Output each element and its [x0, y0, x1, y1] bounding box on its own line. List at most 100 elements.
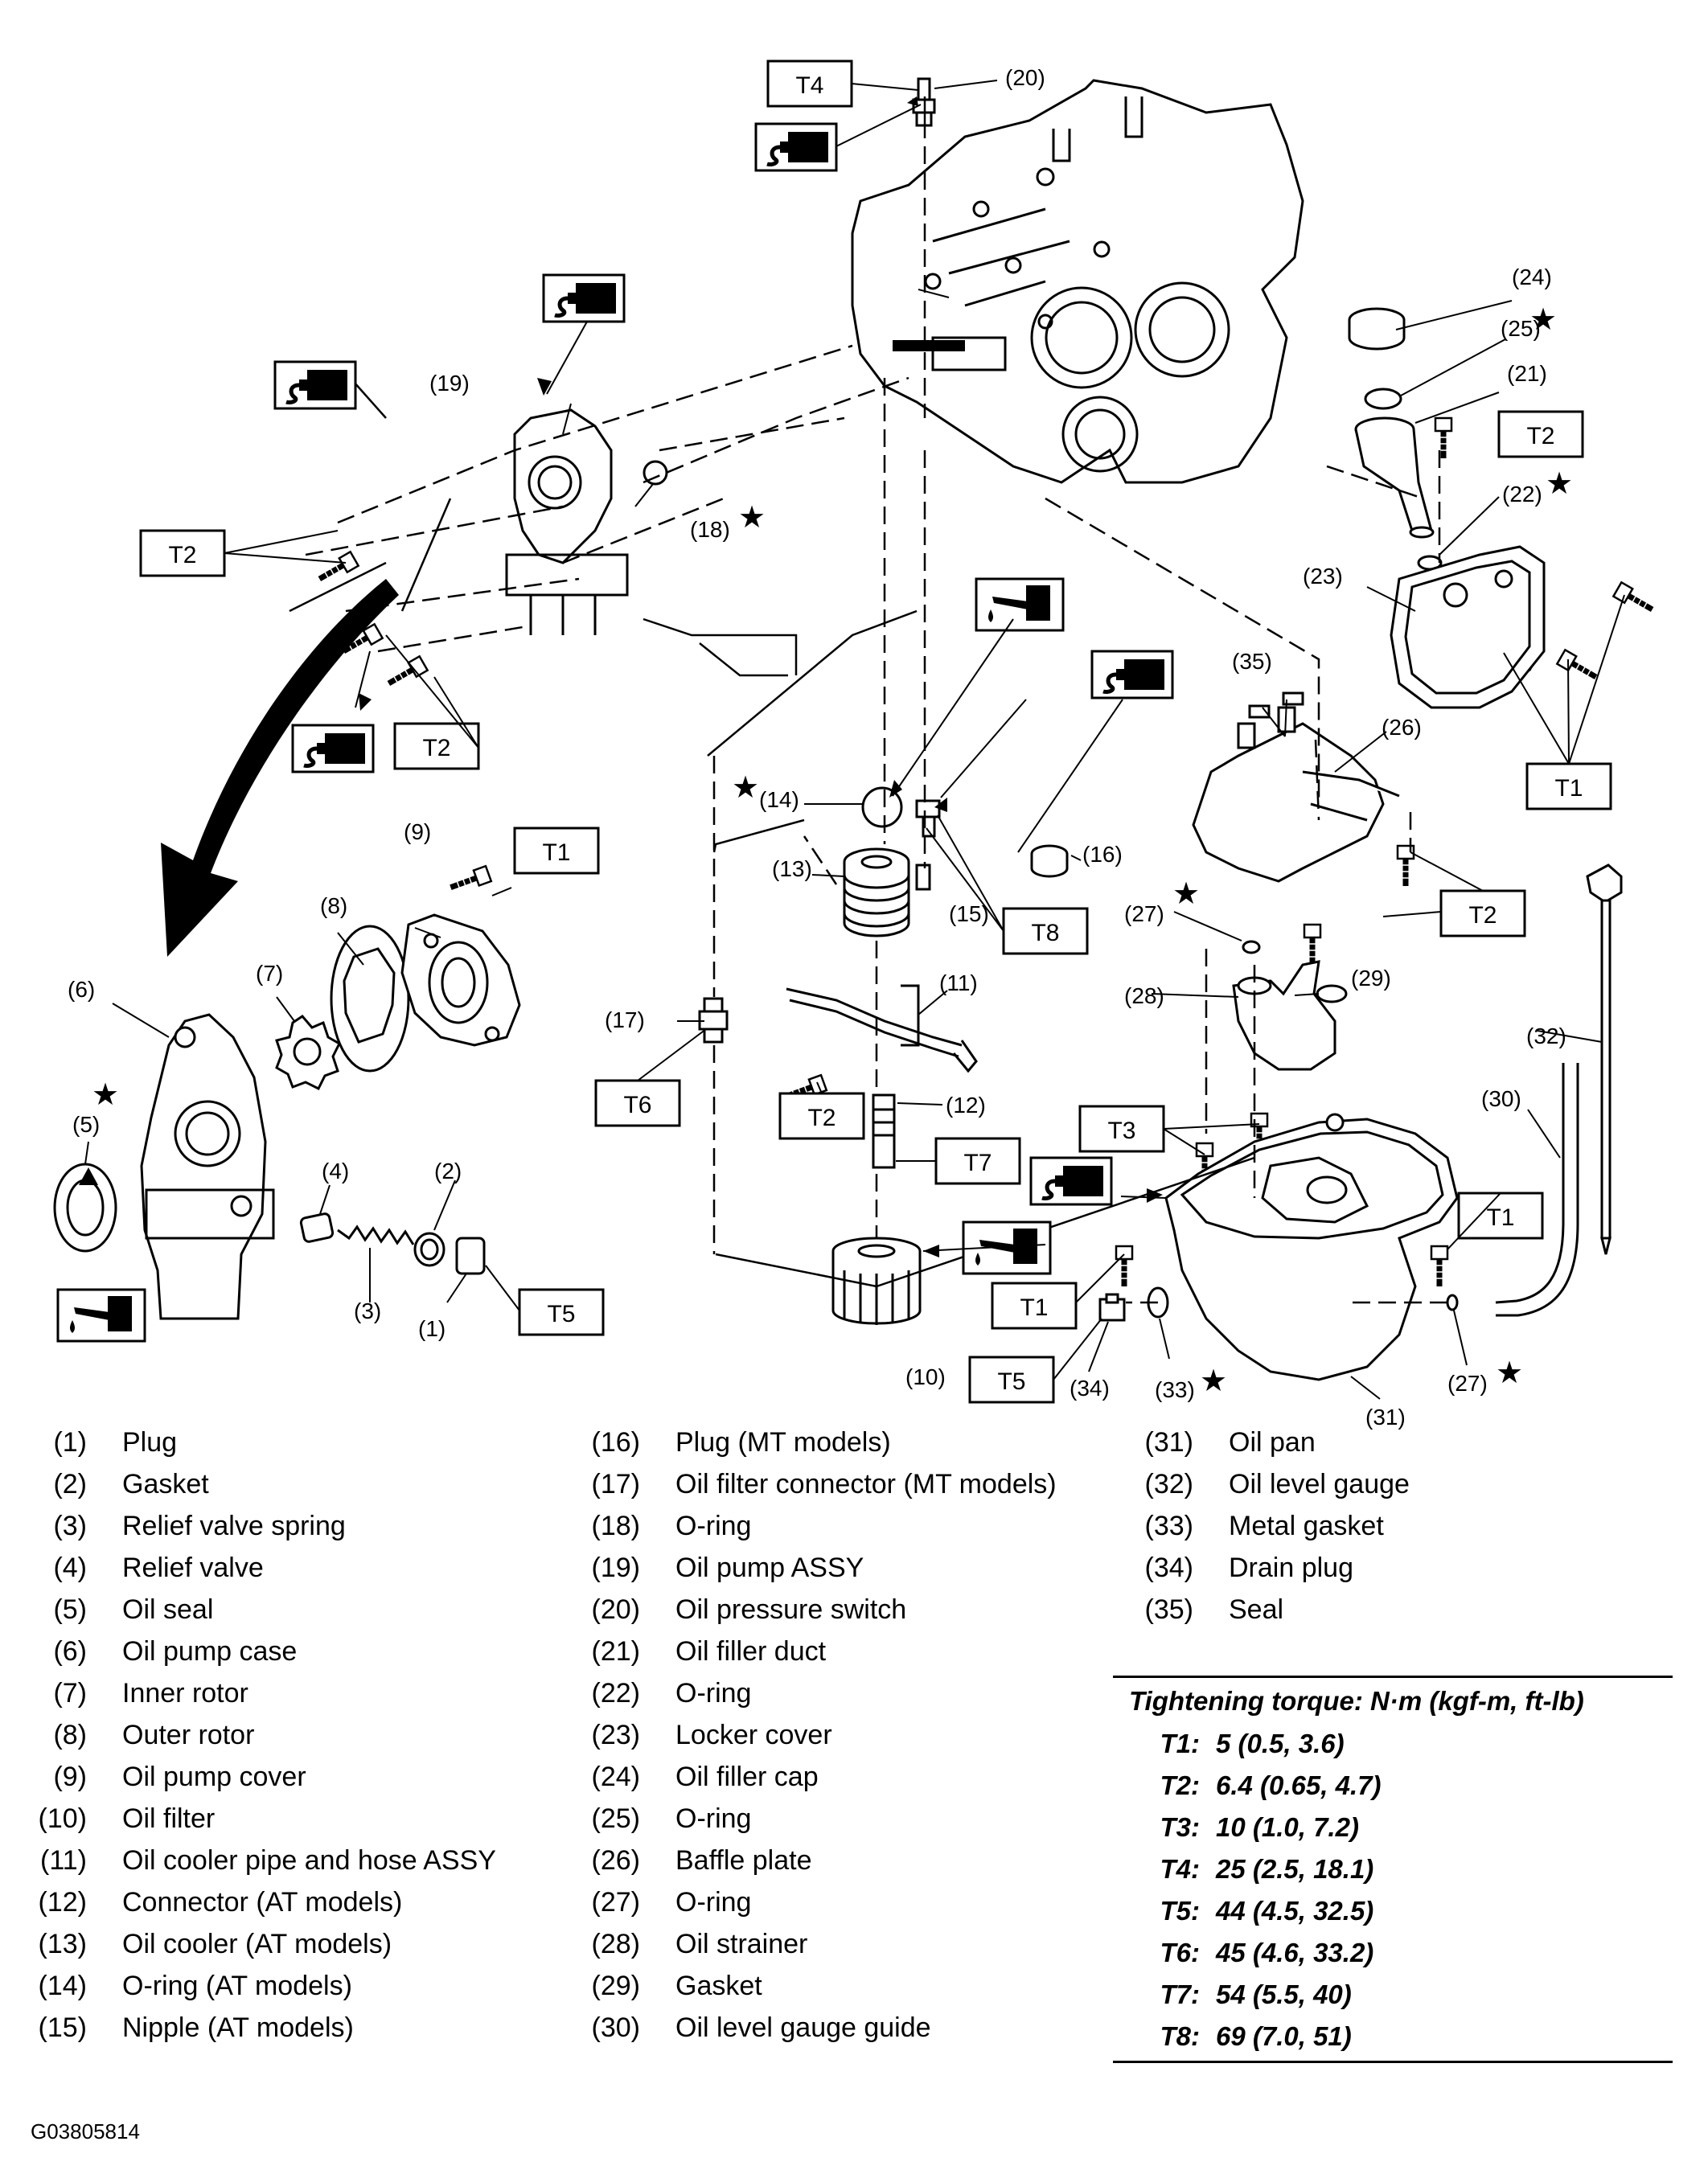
star-icon: ★	[732, 771, 759, 805]
callout-5: (5)	[72, 1112, 100, 1137]
sealant-tube-icon	[1092, 651, 1172, 698]
callout-17: (17)	[605, 1007, 645, 1032]
torque-row: T4:25 (2.5, 18.1)	[1160, 1854, 1374, 1884]
sealant-tube-icon	[544, 275, 624, 322]
legend-row: (11)Oil cooler pipe and hose ASSY	[40, 1845, 496, 1876]
oil-pump-assy-drawing	[505, 408, 629, 635]
oil-cooler-pipe-drawing	[786, 984, 978, 1073]
torque-box-t2: T2	[139, 529, 226, 577]
legend-row: (32)Oil level gauge	[1144, 1469, 1410, 1499]
callout-numbers: (1) (2) (3) (4) (5) (6) (7) (8) (9) (10)…	[68, 65, 1566, 1430]
torque-box-label: T6	[623, 1092, 651, 1118]
callout-15: (15)	[949, 901, 989, 926]
legend-row: (2)Gasket	[53, 1469, 209, 1499]
torque-box-label: T5	[547, 1301, 575, 1327]
torque-box-t1: T1	[1457, 1192, 1544, 1240]
callout-7: (7)	[256, 961, 283, 986]
oil-level-gauge-drawing	[1586, 864, 1623, 1255]
torque-box-label: T2	[1526, 423, 1554, 449]
solid-assembly-lines	[289, 96, 1255, 1288]
gasket-29-drawing	[1316, 984, 1348, 1003]
torque-box-t2: T2	[1497, 410, 1584, 458]
torque-box-label: T1	[542, 839, 570, 866]
torque-box-t3: T3	[1078, 1105, 1165, 1153]
parts-legend-column-1: (1)Plug (2)Gasket (3)Relief valve spring…	[10, 1421, 496, 2049]
torque-table-bottom-rule	[1113, 2061, 1673, 2063]
callout-10: (10)	[905, 1364, 946, 1389]
legend-row: (14)O-ring (AT models)	[38, 1971, 352, 2001]
legend-row: (12)Connector (AT models)	[38, 1887, 403, 1918]
callout-27b: (27)	[1447, 1371, 1488, 1396]
torque-box-label: T8	[1031, 920, 1059, 946]
dashed-assembly-lines	[305, 121, 1447, 1304]
callout-4: (4)	[322, 1159, 349, 1184]
legend-row: (22)O-ring	[591, 1678, 752, 1709]
baffle-plate-drawing	[1192, 706, 1400, 883]
callout-2: (2)	[434, 1159, 462, 1184]
leader-lines	[84, 80, 1625, 1400]
legend-row: (26)Baffle plate	[591, 1845, 812, 1876]
cylinder-block-drawing	[851, 79, 1304, 484]
callout-25: (25)	[1501, 316, 1541, 341]
torque-row: T6:45 (4.6, 33.2)	[1160, 1938, 1374, 1967]
torque-row: T7:54 (5.5, 40)	[1160, 1979, 1352, 2009]
callout-23: (23)	[1303, 564, 1343, 589]
callout-34: (34)	[1070, 1376, 1110, 1401]
callout-27: (27)	[1124, 901, 1164, 926]
torque-box-t2: T2	[1439, 889, 1526, 937]
star-icon: ★	[1546, 467, 1573, 501]
callout-30: (30)	[1481, 1086, 1521, 1111]
torque-box-t1: T1	[991, 1282, 1078, 1330]
torque-table-top-rule	[1113, 1676, 1673, 1678]
torque-box-label: T3	[1107, 1118, 1135, 1144]
torque-row: T3:10 (1.0, 7.2)	[1160, 1812, 1359, 1842]
sealant-tube-icon	[756, 124, 836, 170]
connector-12-drawing	[872, 1093, 896, 1169]
legend-row: (6)Oil pump case	[53, 1636, 298, 1667]
locker-cover-drawing	[1390, 545, 1546, 709]
oring-18-drawing	[643, 460, 668, 486]
torque-row: T5:44 (4.5, 32.5)	[1160, 1896, 1374, 1926]
star-icon: ★	[1529, 303, 1557, 337]
callout-1: (1)	[418, 1316, 445, 1341]
legend-row: (31)Oil pan	[1144, 1427, 1316, 1458]
star-icon: ★	[1172, 877, 1200, 911]
callout-26: (26)	[1382, 715, 1422, 740]
legend-row: (28)Oil strainer	[591, 1929, 808, 1959]
callout-14: (14)	[759, 787, 799, 812]
drain-plug-drawing	[1098, 1293, 1126, 1322]
oil-filter-drawing	[831, 1237, 922, 1325]
torque-box-t6: T6	[594, 1079, 681, 1127]
legend-row: (24)Oil filler cap	[591, 1762, 819, 1792]
inner-rotor-drawing	[275, 1015, 341, 1091]
legend-row: (30)Oil level gauge guide	[591, 2012, 931, 2043]
legend-row: (34)Drain plug	[1144, 1553, 1353, 1583]
callout-13: (13)	[772, 856, 812, 881]
legend-row: (18)O-ring	[591, 1511, 752, 1541]
torque-row: T1:5 (0.5, 3.6)	[1160, 1729, 1345, 1758]
torque-box-label: T1	[1020, 1294, 1048, 1321]
torque-box-t7: T7	[934, 1137, 1021, 1185]
callout-16: (16)	[1082, 842, 1123, 867]
oil-filler-cap-drawing	[1348, 307, 1406, 351]
legend-row: (33)Metal gasket	[1144, 1511, 1384, 1541]
engine-oil-can-icon	[975, 577, 1065, 632]
oil-level-gauge-guide-drawing	[1495, 1063, 1579, 1317]
callout-33: (33)	[1155, 1377, 1195, 1402]
exploded-view-diagram: T4 T2 T2 T2 T1 T1 T8 T2 T6 T2 T3 T7	[53, 59, 1708, 1430]
callout-11: (11)	[939, 970, 978, 995]
oring-14-drawing	[861, 786, 903, 828]
callout-20: (20)	[1005, 65, 1045, 90]
torque-box-label: T1	[1554, 775, 1583, 802]
torque-table-title: Tightening torque: N·m (kgf-m, ft-lb)	[1129, 1686, 1584, 1716]
legend-row: (5)Oil seal	[53, 1594, 214, 1625]
parts-legend-column-3: (31)Oil pan (32)Oil level gauge (33)Meta…	[1116, 1421, 1410, 1631]
oring-27-upper-drawing	[1242, 940, 1261, 954]
legend-row: (25)O-ring	[591, 1803, 752, 1834]
legend-row: (17)Oil filter connector (MT models)	[591, 1469, 1057, 1499]
torque-box-t5: T5	[518, 1288, 605, 1336]
sealant-tube-icon	[1031, 1158, 1111, 1204]
torque-box-t2: T2	[393, 722, 480, 770]
torque-box-t4: T4	[766, 59, 853, 108]
torque-box-label: T2	[807, 1105, 836, 1131]
